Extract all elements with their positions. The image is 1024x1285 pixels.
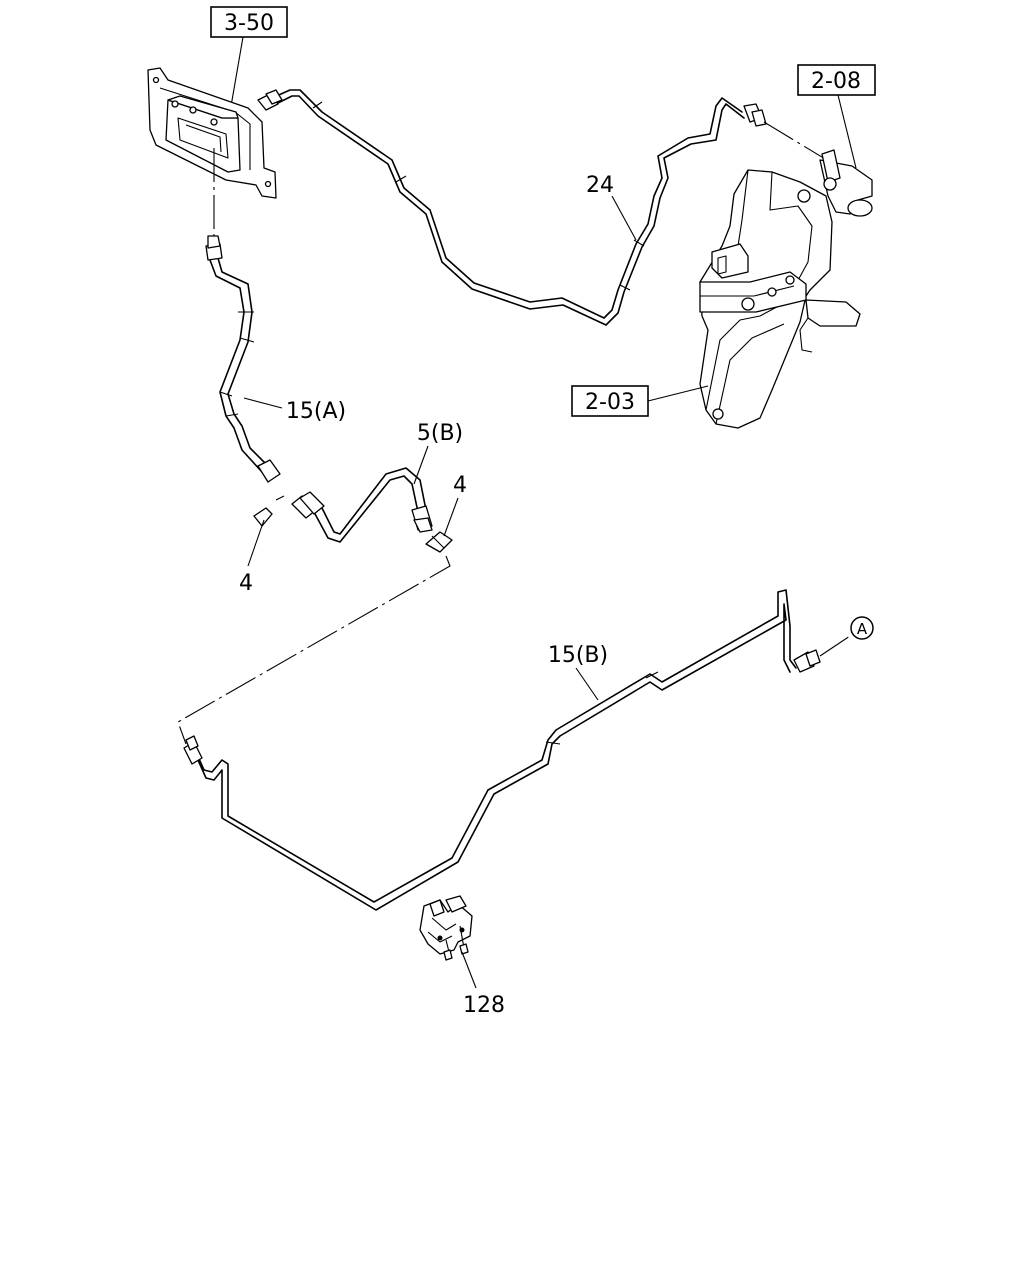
part-15a-label: 15(A) — [286, 399, 346, 424]
fitting-24-pedal — [743, 103, 767, 127]
connector-a-label: A — [857, 620, 868, 638]
clip-4-right[interactable] — [425, 531, 453, 553]
ref-box-2-03[interactable]: 2-03 — [571, 385, 649, 417]
fitting-15b-left — [183, 735, 203, 765]
part-4-right-label: 4 — [453, 473, 467, 498]
leader-2-03 — [647, 385, 709, 402]
part-4-left-label: 4 — [239, 571, 253, 596]
clip-128[interactable] — [419, 895, 473, 961]
leader-15a — [243, 397, 283, 409]
ref-3-50-label: 3-50 — [224, 11, 274, 36]
leader-3-50 — [229, 36, 244, 113]
pipe-24[interactable] — [271, 89, 745, 326]
pipe-15a[interactable] — [209, 257, 269, 473]
leader-4-right — [443, 497, 459, 537]
fitting-15a-top — [205, 235, 223, 261]
fitting-15b-right — [793, 649, 821, 673]
bracket-3-50 — [147, 67, 277, 199]
part-128-label: 128 — [463, 993, 505, 1018]
ref-box-3-50[interactable]: 3-50 — [210, 6, 288, 38]
leader-2-08 — [837, 94, 857, 169]
pipe-15b[interactable] — [195, 589, 797, 911]
leader-24 — [611, 195, 637, 241]
clip-4-left[interactable] — [253, 495, 285, 527]
leader-4-left — [247, 519, 265, 567]
leader-15b — [575, 667, 599, 701]
part-24-label: 24 — [586, 173, 614, 198]
connector-a-marker[interactable]: A — [850, 616, 874, 640]
ref-2-08-label: 2-08 — [811, 69, 861, 94]
leader-5b — [413, 445, 429, 485]
fitting-15a-bottom — [257, 459, 281, 483]
part-15b-label: 15(B) — [548, 643, 608, 668]
assembly-line-a — [819, 635, 851, 657]
ref-2-03-label: 2-03 — [585, 390, 635, 415]
part-5b-label: 5(B) — [417, 421, 463, 446]
assembly-line-15b — [177, 555, 451, 745]
leader-128 — [461, 951, 477, 989]
fitting-24-bracket — [257, 89, 283, 111]
ref-box-2-08[interactable]: 2-08 — [797, 64, 876, 96]
pedal-assembly — [699, 149, 873, 429]
hose-5b[interactable] — [291, 467, 433, 543]
